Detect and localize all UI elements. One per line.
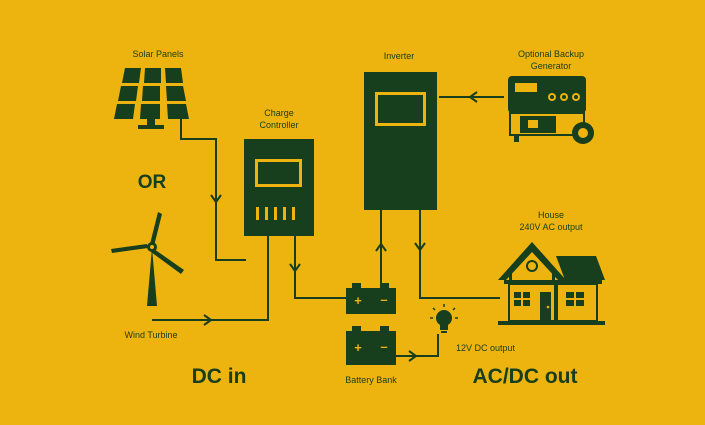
- battery-minus-symbol: –: [380, 292, 387, 307]
- battery-icon-bottom: + –: [346, 326, 396, 365]
- house-label-line2: 240V AC output: [519, 222, 583, 232]
- arrow-down-icon: [414, 242, 426, 252]
- arrow-up-icon: [375, 242, 387, 252]
- arrow-down-icon: [289, 263, 301, 273]
- generator-label-line2: Generator: [531, 61, 572, 71]
- house-label-line1: House: [538, 210, 564, 220]
- battery-plus-symbol: +: [354, 293, 362, 308]
- controller-to-battery-wire: [294, 236, 346, 299]
- inverter-label: Inverter: [384, 51, 415, 61]
- wind-turbine-icon: [111, 212, 184, 306]
- wind-turbine-label: Wind Turbine: [124, 330, 177, 340]
- house-icon: [498, 242, 605, 325]
- battery-minus-symbol: –: [380, 339, 387, 354]
- solar-panels-label: Solar Panels: [132, 49, 184, 59]
- battery-bank-label: Battery Bank: [345, 375, 397, 385]
- arrows: [203, 91, 478, 362]
- charge-controller-icon: [244, 139, 314, 236]
- or-label: OR: [138, 172, 167, 193]
- generator-icon: [508, 76, 594, 144]
- light-bulb-icon: [430, 304, 458, 333]
- charge-controller-label-line1: Charge: [264, 108, 294, 118]
- solar-to-controller-wire: [180, 112, 246, 261]
- ac-dc-out-title: AC/DC out: [473, 365, 578, 388]
- arrow-left-icon: [468, 91, 478, 103]
- arrow-right-icon: [408, 350, 418, 362]
- dc-in-title: DC in: [192, 365, 247, 388]
- battery-to-bulb-wire: [396, 334, 439, 357]
- inverter-to-house-wire: [419, 210, 500, 299]
- arrow-down-icon: [210, 194, 222, 204]
- inverter-icon: [364, 72, 437, 210]
- dc-output-label: 12V DC output: [456, 343, 516, 353]
- charge-controller-label-line2: Controller: [259, 120, 298, 130]
- battery-plus-symbol: +: [354, 340, 362, 355]
- solar-panel-icon: [114, 68, 189, 129]
- arrow-right-icon: [203, 314, 213, 326]
- turbine-to-controller-wire: [152, 236, 269, 321]
- generator-label-line1: Optional Backup: [518, 49, 584, 59]
- battery-icon-top: + –: [346, 283, 396, 314]
